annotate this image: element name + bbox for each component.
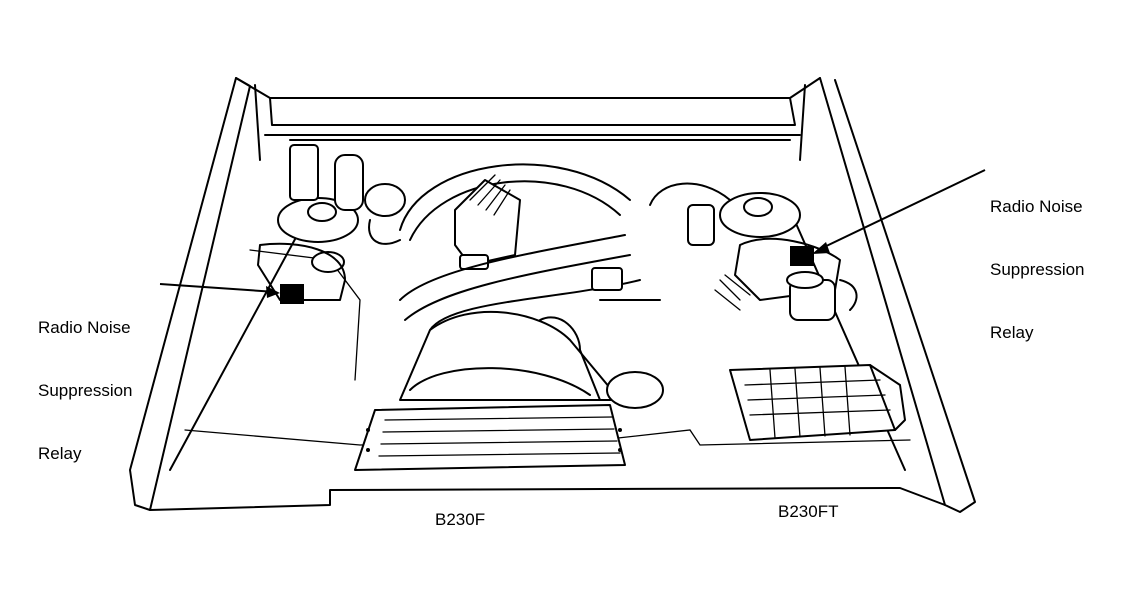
- right-relay: [790, 246, 814, 266]
- right-callout-line-3: Relay: [990, 323, 1034, 342]
- right-leader-line: [812, 169, 986, 254]
- left-callout-line-2: Suppression: [38, 381, 133, 400]
- caption-b230f: B230F: [435, 510, 486, 529]
- engine-block: [399, 310, 664, 409]
- caption-b230ft: B230FT: [778, 502, 839, 521]
- right-strut-tower: [687, 192, 858, 321]
- left-relay: [280, 284, 304, 304]
- intercooler: [729, 364, 906, 441]
- right-callout-label: Radio Noise Suppression Relay: [990, 154, 1085, 364]
- distributor: [454, 174, 521, 270]
- radiator: [354, 404, 626, 471]
- left-strut-tower: [257, 144, 406, 301]
- right-callout-line-2: Suppression: [990, 260, 1085, 279]
- left-callout-line-1: Radio Noise: [38, 318, 131, 337]
- right-callout-line-1: Radio Noise: [990, 197, 1083, 216]
- fan-shroud: [399, 163, 731, 241]
- left-callout-label: Radio Noise Suppression Relay: [38, 275, 133, 485]
- intake-hoses: [399, 234, 661, 331]
- left-leader-line: [159, 283, 280, 298]
- left-callout-line-3: Relay: [38, 444, 82, 463]
- hood-firewall: [235, 77, 821, 161]
